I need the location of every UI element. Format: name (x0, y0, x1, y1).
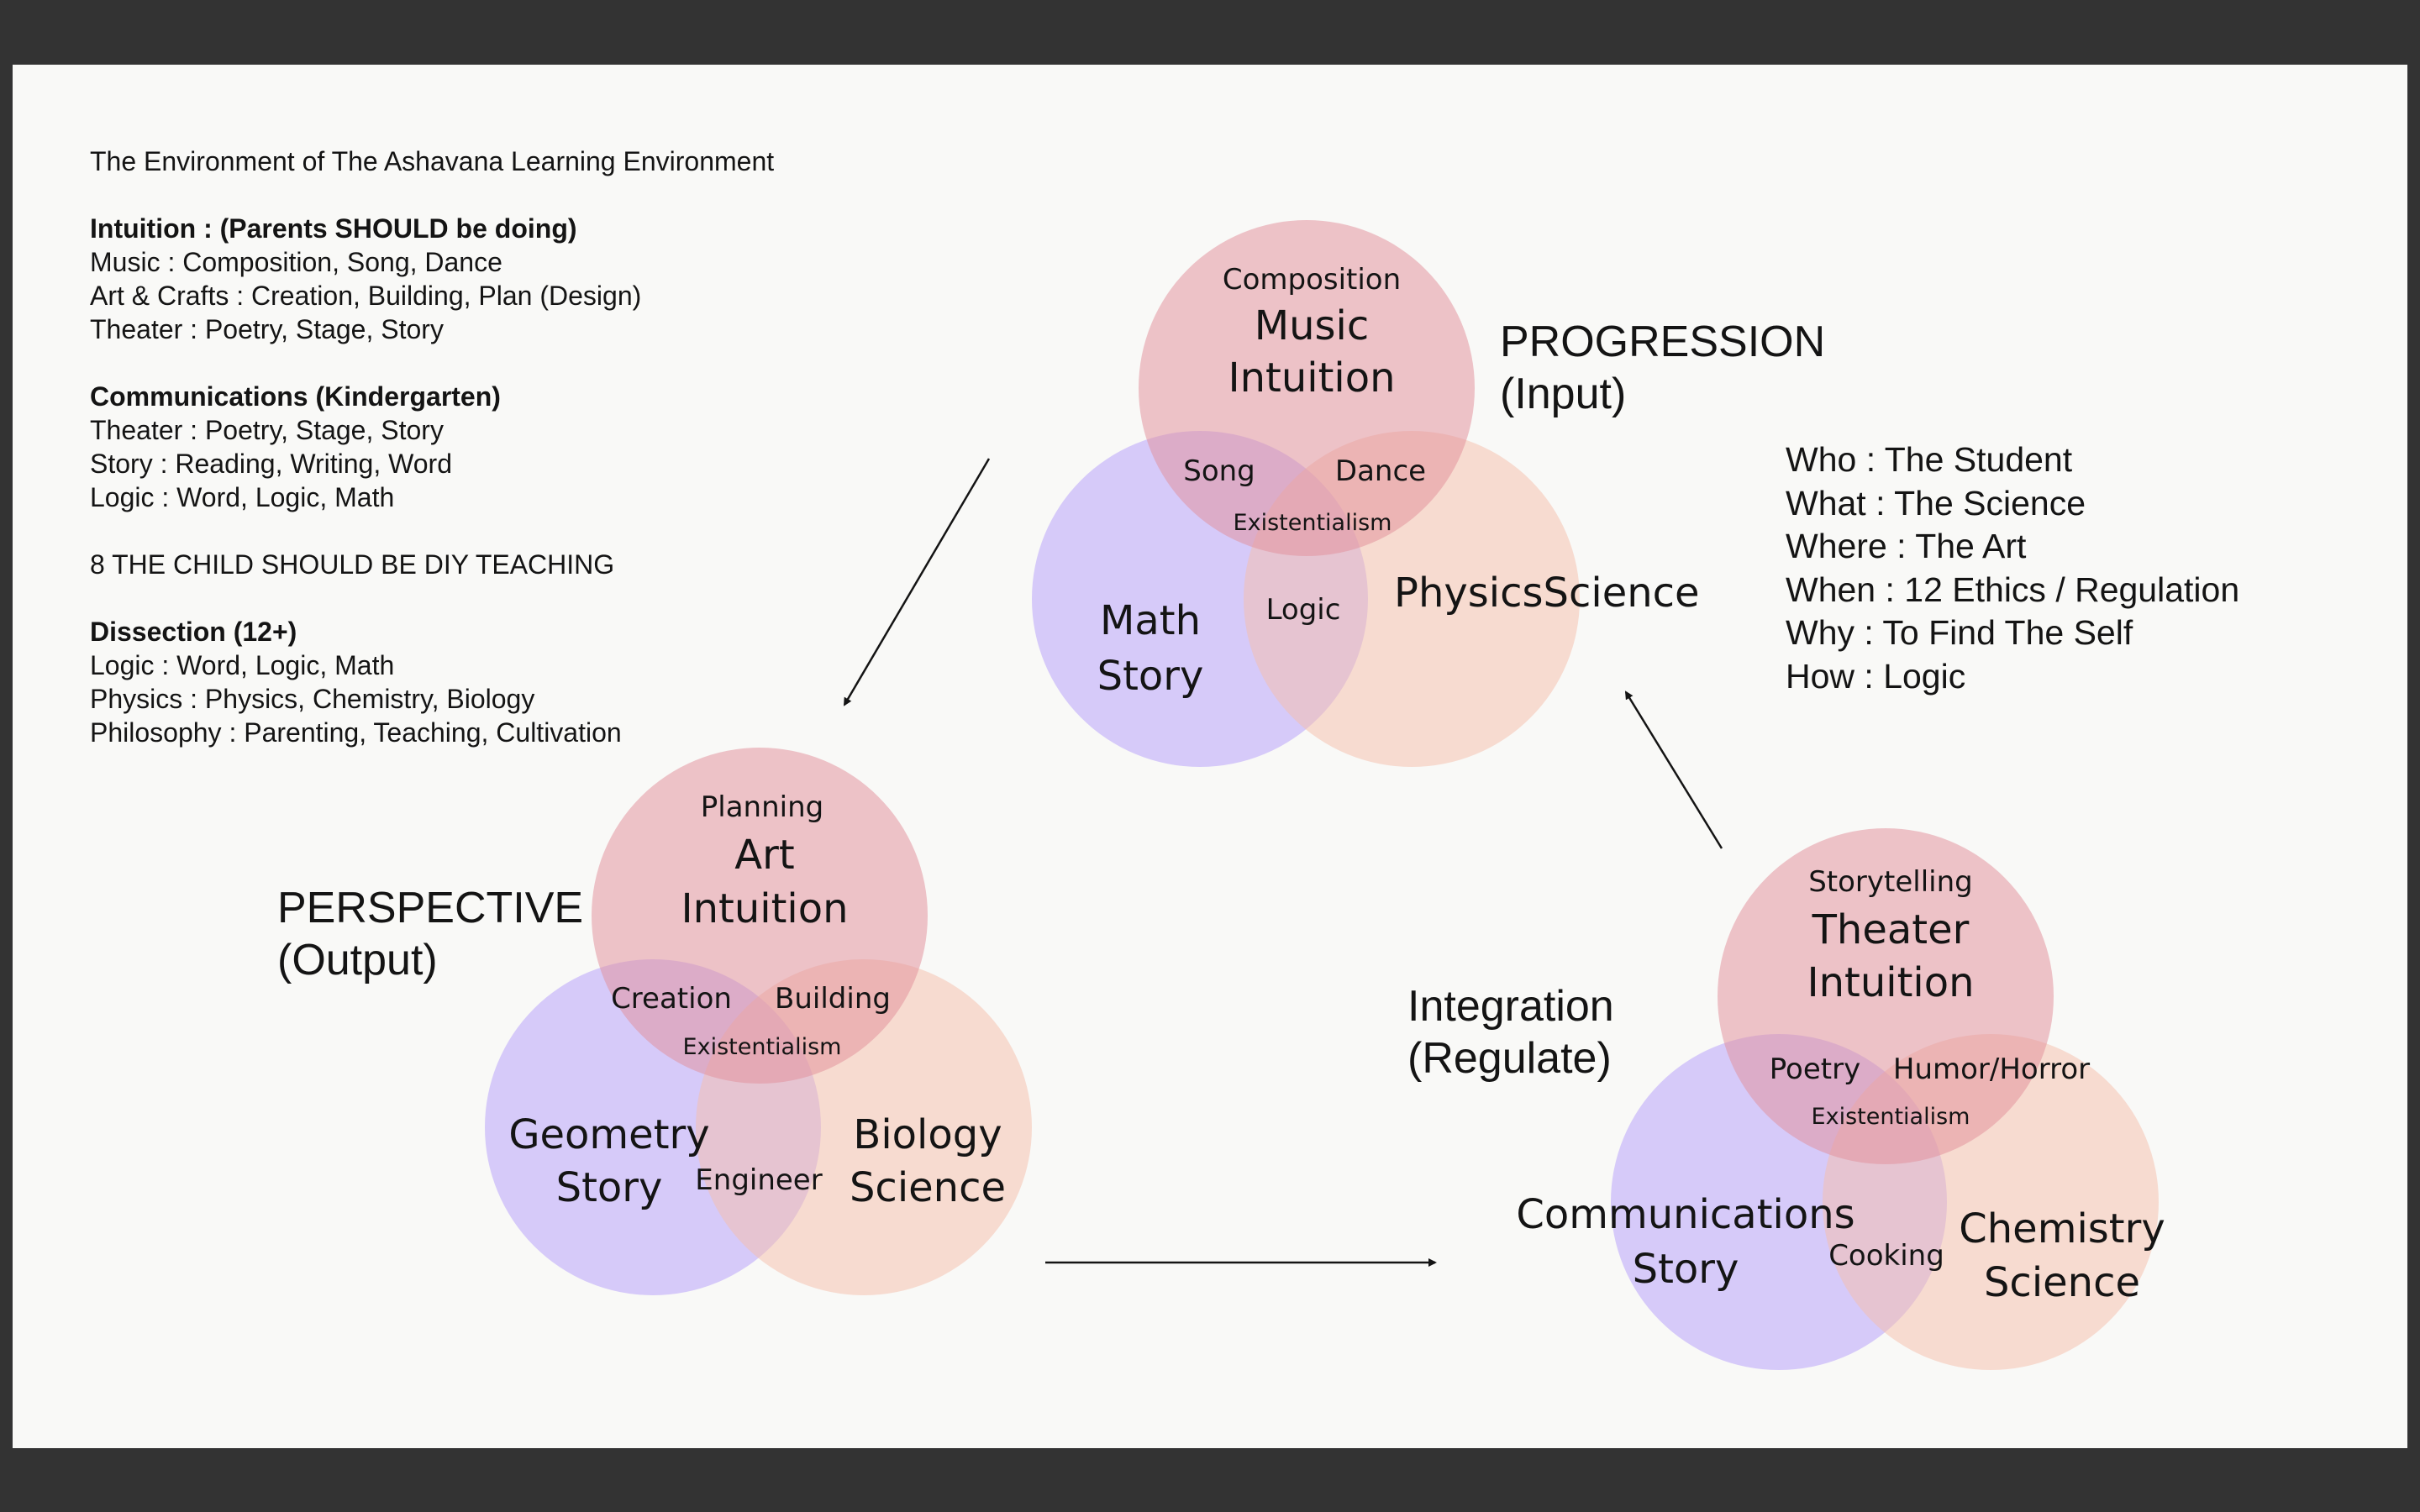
venn-top-sub-label: Planning (701, 790, 823, 824)
venn-right-main-label: PhysicsScience (1394, 570, 1700, 617)
five-w-who: Who : The Student (1786, 440, 2073, 479)
venn-overlap-top-left: Song (1183, 454, 1255, 488)
perspective-label-title: PERSPECTIVE (277, 884, 584, 932)
venn-left-main-label: Story (556, 1164, 663, 1211)
five-w-when: When : 12 Ethics / Regulation (1786, 570, 2240, 609)
progression-label-title: PROGRESSION (1500, 318, 1826, 366)
notes-line: Physics : Physics, Chemistry, Biology (90, 684, 535, 714)
venn-top-sub-label: Storytelling (1808, 865, 1973, 899)
venn-integration: Storytelling Theater Intuition Poetry Hu… (1516, 828, 2165, 1370)
venn-left-main-label: Math (1100, 597, 1201, 644)
venn-overlap-top-right: Dance (1335, 454, 1426, 488)
venn-overlap-left-right: Engineer (695, 1163, 822, 1197)
section-heading-communications: Communications (Kindergarten) (90, 381, 501, 412)
notes-diy-statement: 8 THE CHILD SHOULD BE DIY TEACHING (90, 549, 615, 580)
venn-right-main-label: Science (1984, 1259, 2140, 1306)
venn-top-main-label: Theater (1812, 906, 1970, 953)
venn-overlap-top-right: Humor/Horror (1893, 1053, 2090, 1086)
venn-overlap-top-left: Creation (611, 982, 732, 1016)
venn-right-main-label: Chemistry (1959, 1205, 2165, 1252)
circle-intuition (1718, 828, 2054, 1164)
notes-line: Music : Composition, Song, Dance (90, 247, 502, 277)
venn-overlap-left-right: Logic (1266, 593, 1341, 627)
five-w-what: What : The Science (1786, 483, 2086, 522)
venn-overlap-top-right: Building (775, 982, 891, 1016)
venn-right-main-label: Biology (853, 1111, 1002, 1158)
venn-top-main-label: Art (734, 832, 794, 879)
perspective-label: PERSPECTIVE (Output) (277, 882, 583, 986)
venn-top-main-label: Intuition (1807, 959, 1974, 1006)
venn-top-sub-label: Composition (1223, 263, 1401, 297)
venn-top-main-label: Intuition (1228, 354, 1395, 402)
notes-line: Theater : Poetry, Stage, Story (90, 415, 444, 445)
circle-intuition (1139, 220, 1475, 556)
notes-text-block: The Environment of The Ashavana Learning… (90, 144, 774, 749)
venn-left-main-label: Communications (1516, 1191, 1854, 1238)
perspective-label-sub: (Output) (277, 936, 438, 984)
progression-label: PROGRESSION (Input) (1500, 316, 1825, 420)
circle-intuition (592, 748, 928, 1084)
venn-left-main-label: Story (1097, 653, 1204, 700)
arrow-integration-to-progression (1624, 690, 1723, 849)
notes-line: Theater : Poetry, Stage, Story (90, 314, 444, 344)
five-w-why: Why : To Find The Self (1786, 613, 2133, 652)
integration-label-sub: (Regulate) (1407, 1034, 1612, 1083)
five-w-how: How : Logic (1786, 656, 1966, 696)
arrow-progression-to-perspective (843, 458, 991, 706)
section-heading-intuition: Intuition : (Parents SHOULD be doing) (90, 213, 577, 244)
venn-progression: Composition Music Intuition Song Dance E… (1032, 220, 1700, 767)
venn-top-main-label: Intuition (681, 885, 848, 932)
notes-line: Philosophy : Parenting, Teaching, Cultiv… (90, 717, 622, 748)
venn-left-main-label: Geometry (508, 1111, 709, 1158)
notes-line: Logic : Word, Logic, Math (90, 482, 395, 512)
five-w-list: Who : The Student What : The Science Whe… (1786, 438, 2239, 698)
integration-label: Integration (Regulate) (1407, 980, 1614, 1084)
venn-center-label: Existentialism (683, 1034, 842, 1060)
notes-line: Art & Crafts : Creation, Building, Plan … (90, 281, 642, 311)
notes-line: Story : Reading, Writing, Word (90, 449, 452, 479)
notes-line: Logic : Word, Logic, Math (90, 650, 395, 680)
venn-right-main-label: Science (850, 1164, 1006, 1211)
progression-label-sub: (Input) (1500, 370, 1627, 418)
venn-top-main-label: Music (1255, 302, 1370, 349)
venn-center-label: Existentialism (1812, 1104, 1970, 1130)
venn-center-label: Existentialism (1234, 510, 1392, 536)
integration-label-title: Integration (1407, 982, 1614, 1031)
notes-title: The Environment of The Ashavana Learning… (90, 146, 775, 176)
venn-overlap-left-right: Cooking (1828, 1239, 1944, 1273)
venn-perspective: Planning Art Intuition Creation Building… (485, 748, 1032, 1295)
venn-overlap-top-left: Poetry (1770, 1053, 1860, 1086)
section-heading-dissection: Dissection (12+) (90, 617, 297, 647)
venn-left-main-label: Story (1633, 1246, 1739, 1293)
five-w-where: Where : The Art (1786, 527, 2027, 565)
